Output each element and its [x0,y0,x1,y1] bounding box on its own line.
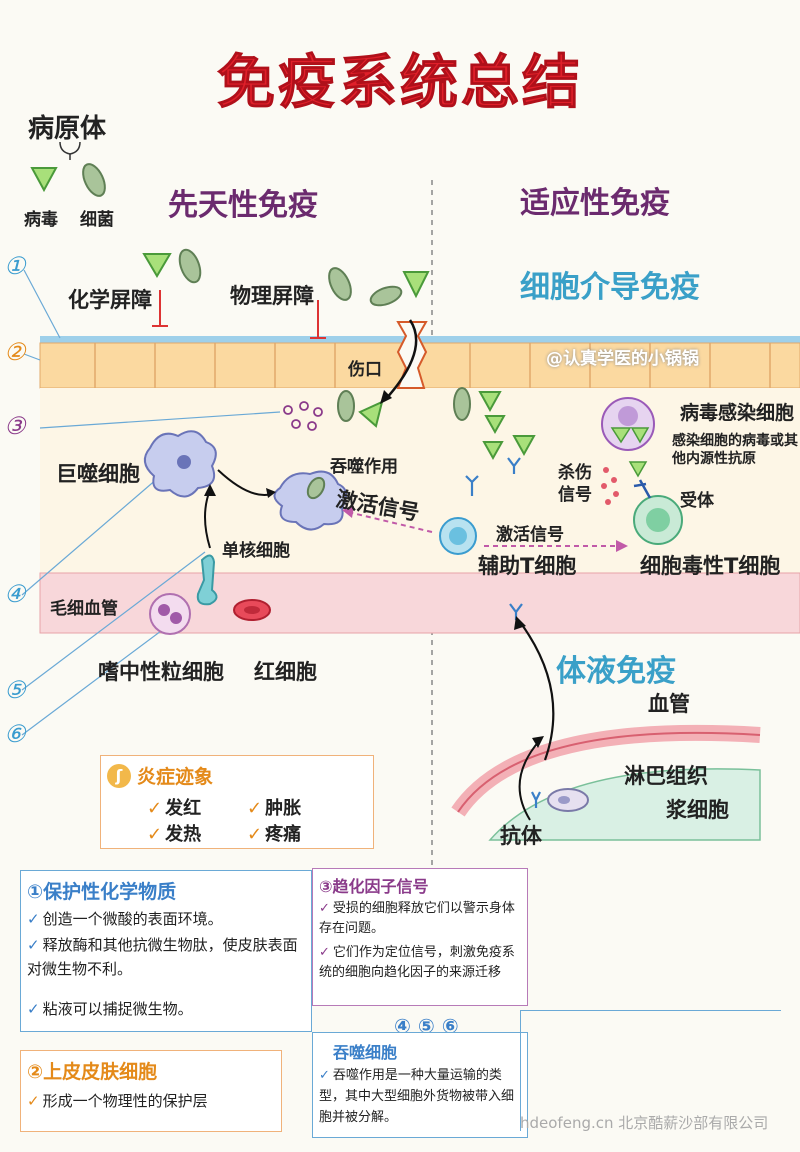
cytotoxic-t-label: 细胞毒性T细胞 [640,554,781,578]
cell-mediated-header: 细胞介导免疫 [520,270,700,305]
flame-icon: ʃ [107,764,131,788]
epidermis-cells [94,343,771,388]
bacteria-icon [369,285,403,307]
box4-line-1: ✓吞噬作用是一种大量运输的类型，其中大型细胞外货物被带入细胞并被分解。 [319,1068,515,1125]
plasma-cell-label: 浆细胞 [666,798,729,822]
virus-label: 病毒 [24,210,58,230]
phagocyte-cell [273,470,348,531]
box-protective-chemicals: ①保护性化学物质 ✓创造一个微酸的表面环境。 ✓释放酶和其他抗微生物肽，使皮肤表… [20,870,312,1032]
infected-cell-label: 病毒感染细胞 [680,402,795,424]
antibody-label: 抗体 [500,824,542,848]
marker-6: ⑥ [4,720,26,748]
lymph-tissue-label: 淋巴组织 [624,764,708,788]
marker-5: ⑤ [4,676,26,704]
virus-icon [142,253,172,278]
box1-line-2: ✓释放酶和其他抗微生物肽，使皮肤表面对微生物不利。 [27,936,298,978]
neutrophil-cell [149,593,191,635]
decor-frame [520,1010,781,1131]
phagocytosis-label: 吞噬作用 [330,457,398,477]
monocyte-cell [196,554,218,606]
box3-line-1: ✓受损的细胞释放它们以警示身体存在问题。 [319,901,515,936]
box1-line-3: ✓粘液可以捕捉微生物。 [27,1000,193,1018]
helper-t-label: 辅助T细胞 [478,554,577,578]
box3-title: ③趋化因子信号 [319,877,429,896]
virus-icon [512,435,536,457]
chemical-barrier-label: 化学屏障 [68,288,152,312]
lymph-tissue [488,768,761,841]
inflammation-box: ʃ 炎症迹象 ✓发红 ✓肿胀 ✓发热 ✓疼痛 [100,755,374,849]
bacteria-label: 细菌 [80,210,114,230]
sign-redness: ✓发红 [147,798,202,819]
bacteria-icon [328,267,352,301]
virus-icon [358,400,384,428]
kill-signal-dots [601,467,619,505]
marker-3: ③ [4,412,26,440]
box4-title: 吞噬细胞 [333,1043,398,1062]
infected-antigen-label: 感染细胞的病毒或其他内源性抗原 [672,433,798,467]
box2-line-1: ✓形成一个物理性的保护层 [27,1092,208,1110]
bacteria-icon [82,163,106,197]
virus-icon [478,391,502,413]
bacteria-icon [337,390,355,422]
virus-icon [30,167,58,193]
footer-watermark: hdeofeng.cn 北京酷薪沙部有限公司 [520,1114,769,1132]
antibody-icon [531,791,541,808]
kill-signal-label: 杀伤信号 [558,463,592,505]
box-epithelial-cells: ②上皮皮肤细胞 ✓形成一个物理性的保护层 [20,1050,282,1132]
box2-title: ②上皮皮肤细胞 [27,1061,158,1083]
virus-icon [482,441,504,461]
capillary-label: 毛细血管 [50,599,118,619]
watermark: @认真学医的小锅锅 [546,349,699,369]
inflammation-title: 炎症迹象 [137,766,214,788]
box3-line-2: ✓它们作为定位信号，刺激免疫系统的细胞向趋化因子的来源迁移 [319,945,515,980]
antibody-icon [465,475,479,496]
blood-vessel-label: 血管 [648,692,690,716]
sign-pain: ✓疼痛 [247,824,302,845]
pathogen-icons [30,141,106,197]
marker-1: ① [4,252,26,280]
humoral-header: 体液免疫 [556,654,676,689]
box1-line-1: ✓创造一个微酸的表面环境。 [27,910,223,928]
receptor-icon [633,479,652,499]
monocyte-label: 单核细胞 [222,541,290,561]
arrow [384,319,418,401]
sign-swelling: ✓肿胀 [247,798,302,819]
box1-title: ①保护性化学物质 [27,881,177,903]
bacteria-icon [453,387,471,421]
innate-header: 先天性免疫 [168,188,318,223]
adaptive-header: 适应性免疫 [520,186,670,221]
virus-icon [402,271,430,299]
bacteria-icon [178,248,202,284]
marker-4: ④ [4,580,26,608]
receptor-label: 受体 [680,491,714,511]
box-phagocytes: 吞噬细胞 ✓吞噬作用是一种大量运输的类型，其中大型细胞外货物被带入细胞并被分解。 [312,1032,528,1138]
marker-2: ② [4,338,26,366]
box-chemokine-signals: ③趋化因子信号 ✓受损的细胞释放它们以警示身体存在问题。 ✓它们作为定位信号，刺… [312,868,528,1006]
macrophage-label: 巨噬细胞 [56,462,140,486]
chemokine-dots [283,401,323,431]
physical-barrier-label: 物理屏障 [230,284,314,308]
page-title: 免疫系统总结 [216,48,583,117]
adaptive-activation-label: 激活信号 [496,525,564,545]
pathogen-label: 病原体 [28,114,107,144]
neutrophil-label: 嗜中性粒细胞 [98,660,224,684]
wound-label: 伤口 [348,360,382,380]
sign-heat: ✓发热 [147,824,202,845]
rbc-label: 红细胞 [254,660,317,684]
virus-icon [484,415,506,435]
antibody-icon [507,457,521,474]
